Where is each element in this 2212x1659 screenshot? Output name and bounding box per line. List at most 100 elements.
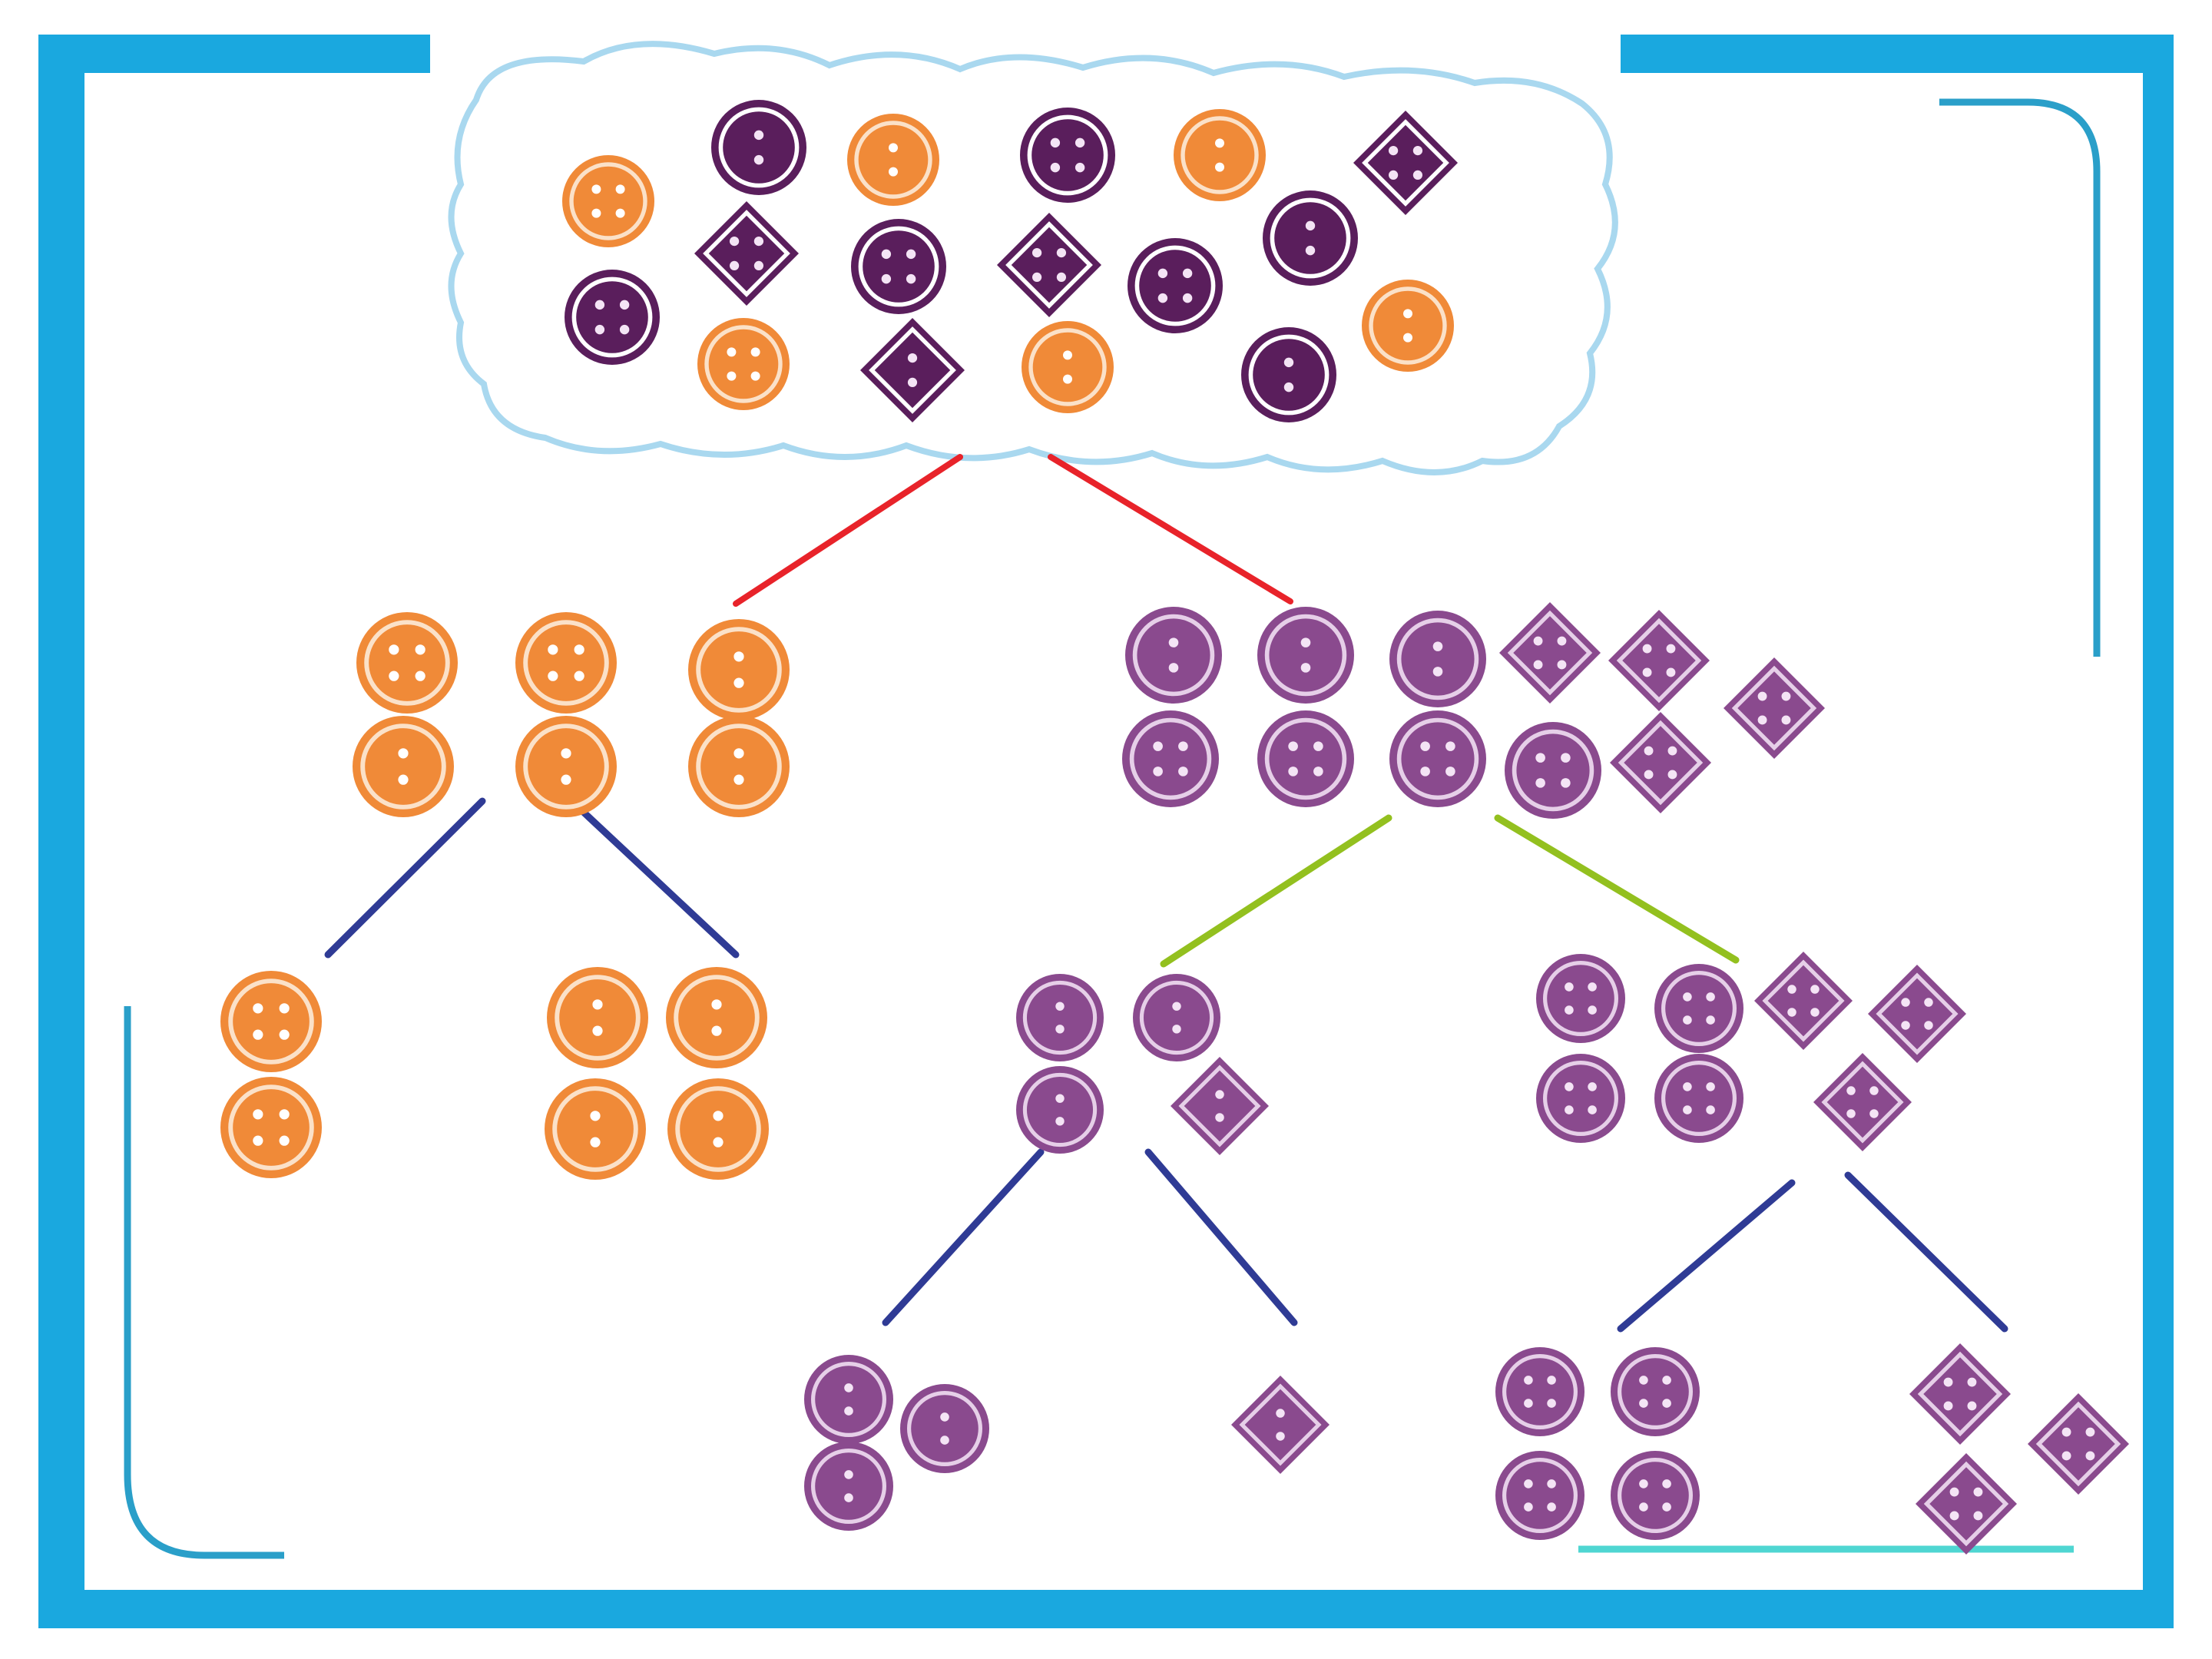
button-rim: [1181, 116, 1259, 194]
button-body: [1868, 965, 1966, 1063]
button-hole: [1283, 357, 1294, 368]
round-button-icon: [697, 318, 790, 410]
connector-two-hole-to-diamond: [1144, 1148, 1298, 1326]
connector-purple-to-two-hole: [1160, 814, 1392, 968]
round-button-icon: [1133, 974, 1220, 1061]
button-rim: [1362, 119, 1449, 207]
button-rim: [704, 325, 783, 403]
button-hole: [1810, 985, 1820, 994]
button-hole: [1075, 162, 1085, 173]
button-rim: [569, 162, 647, 240]
button-hole: [1869, 1086, 1879, 1095]
button-hole: [889, 143, 898, 153]
button-hole: [733, 774, 744, 785]
button-hole: [844, 1493, 853, 1502]
button-body: [1536, 1054, 1625, 1143]
button-hole: [1215, 162, 1224, 172]
corner-bracket-top-right: [1939, 98, 2101, 657]
button-hole: [1666, 667, 1676, 677]
button-body: [353, 716, 454, 817]
button-hole: [1901, 998, 1910, 1007]
button-hole: [1313, 767, 1323, 777]
button-hole: [1420, 767, 1430, 777]
button-body: [220, 1077, 322, 1178]
button-rim: [1507, 610, 1593, 696]
button-rim: [696, 724, 782, 810]
button-hole: [1924, 1021, 1933, 1030]
button-body: [1257, 607, 1354, 704]
button-hole: [1055, 1117, 1065, 1126]
button-hole: [615, 184, 625, 194]
diamond-button-icon: [1916, 1453, 2017, 1555]
button-hole: [591, 184, 601, 194]
connector-lines: [324, 454, 2008, 1333]
button-rim: [1762, 959, 1845, 1042]
button-body: [1128, 238, 1223, 333]
button-hole: [279, 1029, 290, 1040]
round-button-icon: [1241, 327, 1336, 422]
round-button-icon: [356, 612, 458, 714]
button-hole: [1757, 691, 1767, 701]
connector-purple-to-four-hole: [1494, 814, 1740, 964]
button-rim: [1616, 618, 1702, 704]
connector-two-hole-to-round: [882, 1148, 1045, 1326]
button-body: [804, 1442, 893, 1531]
button-rim: [1542, 1060, 1619, 1137]
button-rim: [1005, 221, 1093, 309]
button-body: [1499, 602, 1601, 704]
button-body: [1263, 190, 1358, 286]
button-body: [545, 1078, 646, 1180]
button-hole: [1973, 1487, 1983, 1497]
diamond-button-icon: [1610, 712, 1711, 813]
button-hole: [590, 1111, 601, 1121]
button-hole: [844, 1406, 853, 1416]
button-rim: [1731, 665, 1817, 751]
button-hole: [750, 347, 760, 357]
button-hole: [1547, 1399, 1556, 1408]
button-hole: [1288, 767, 1298, 777]
round-button-icon: [851, 219, 946, 314]
button-hole: [1215, 138, 1224, 148]
button-hole: [592, 1025, 603, 1036]
button-hole: [561, 748, 571, 759]
button-body: [688, 716, 790, 817]
button-hole: [1157, 268, 1168, 279]
button-hole: [1924, 998, 1933, 1007]
button-hole: [1524, 1399, 1533, 1408]
button-hole: [1420, 741, 1430, 751]
round-button-icon: [1016, 1066, 1104, 1154]
button-rim: [1876, 972, 1959, 1055]
button-hole: [1869, 1109, 1879, 1118]
button-rim: [1264, 614, 1347, 697]
button-body: [851, 219, 946, 314]
button-body: [1495, 1347, 1584, 1436]
button-hole: [1949, 1487, 1959, 1497]
connector-orange-to-four-hole: [324, 797, 486, 959]
button-rim: [810, 1361, 887, 1438]
button-hole: [1172, 1002, 1181, 1011]
button-body: [1016, 1066, 1104, 1154]
buttons-layer: [220, 100, 2129, 1555]
round-button-icon: [1536, 1054, 1625, 1143]
round-button-icon: [1505, 722, 1601, 819]
round-button-icon: [1611, 1347, 1700, 1436]
button-hole: [727, 371, 737, 381]
button-hole: [881, 249, 892, 260]
diamond-button-icon: [997, 213, 1101, 317]
button-hole: [1706, 1105, 1715, 1114]
button-hole: [1706, 1015, 1715, 1025]
button-hole: [1283, 382, 1294, 392]
button-rim: [906, 1390, 983, 1467]
button-hole: [727, 347, 737, 357]
button-hole: [1639, 1502, 1648, 1512]
corner-bracket-bottom-left: [124, 1006, 284, 1559]
button-hole: [389, 644, 399, 655]
button-body: [1022, 321, 1114, 413]
round-button-icon: [1389, 710, 1486, 807]
button-rim: [1542, 960, 1619, 1037]
button-hole: [1168, 637, 1179, 647]
round-button-icon: [1174, 109, 1266, 201]
button-hole: [753, 154, 764, 165]
button-hole: [1666, 644, 1676, 654]
